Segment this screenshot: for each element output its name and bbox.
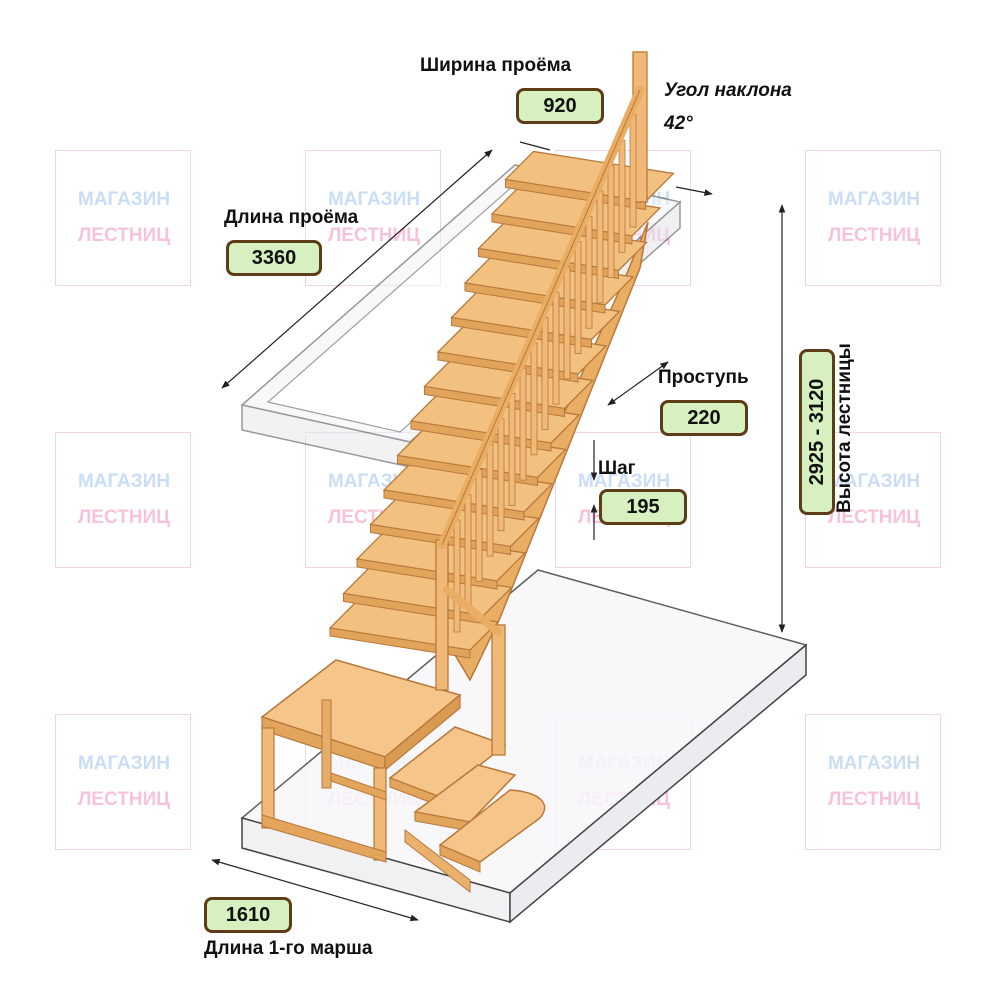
tread-edge — [424, 385, 565, 418]
baluster — [541, 317, 549, 430]
watermark-line1: МАГАЗИН — [827, 189, 921, 210]
opening-width-label: Ширина проёма — [420, 55, 572, 76]
baluster — [607, 165, 615, 279]
watermark-line1: МАГАЗИН — [77, 753, 171, 774]
dimension-lines — [211, 141, 786, 922]
watermark-line2: ЛЕСТНИЦ — [77, 789, 171, 810]
stair-height-value: 2925 - 3120 — [799, 349, 835, 515]
watermark-tile: МАГАЗИН ЛЕСТНИЦ — [805, 714, 941, 850]
balusters — [453, 114, 637, 633]
watermark-tile: МАГАЗИН ЛЕСТНИЦ — [805, 432, 941, 568]
first-flight-length-label: Длина 1-го марша — [204, 938, 373, 959]
watermark-line1: МАГАЗИН — [827, 471, 921, 492]
watermark-line1: МАГАЗИН — [77, 189, 171, 210]
watermark-line1: МАГАЗИН — [77, 471, 171, 492]
baluster — [486, 443, 494, 557]
tread-edge — [329, 627, 471, 659]
incline-angle-value: 42° — [664, 113, 693, 134]
baluster — [475, 468, 483, 582]
incline-angle-label: Угол наклона — [664, 80, 792, 101]
watermark-line2: ЛЕСТНИЦ — [77, 507, 171, 528]
watermark-line2: ЛЕСТНИЦ — [827, 507, 921, 528]
baluster — [508, 393, 516, 506]
watermark-tile: МАГАЗИН ЛЕСТНИЦ — [55, 714, 191, 850]
watermark-tile: МАГАЗИН ЛЕСТНИЦ — [55, 150, 191, 286]
step-rise-label: Шаг — [598, 458, 636, 479]
baluster — [563, 266, 571, 380]
first-flight-length-value: 1610 — [204, 897, 292, 933]
watermark-line2: ЛЕСТНИЦ — [827, 789, 921, 810]
baluster — [453, 519, 461, 633]
baluster — [530, 342, 538, 456]
baluster — [497, 418, 505, 532]
opening-length-value: 3360 — [226, 240, 322, 276]
stair-height-label: Высота лестницы — [834, 343, 855, 513]
watermark-tile: МАГАЗИН ЛЕСТНИЦ — [55, 432, 191, 568]
baluster — [596, 190, 604, 304]
baluster — [574, 241, 582, 354]
baluster — [519, 367, 527, 481]
landing-platform — [260, 659, 462, 863]
baluster — [629, 114, 637, 228]
step-rise-value: 195 — [599, 489, 687, 525]
baluster — [552, 291, 560, 405]
baluster — [464, 494, 472, 608]
tread-edge — [356, 558, 498, 590]
watermark-line1: МАГАЗИН — [827, 753, 921, 774]
baluster — [585, 215, 593, 329]
tread-depth-label: Проступь — [658, 367, 749, 388]
watermark-line2: ЛЕСТНИЦ — [827, 225, 921, 246]
baluster — [618, 139, 626, 253]
tread-depth-value: 220 — [660, 400, 748, 436]
opening-length-label: Длина проёма — [224, 207, 359, 228]
watermark-tile: МАГАЗИН ЛЕСТНИЦ — [805, 150, 941, 286]
opening-width-value: 920 — [516, 88, 604, 124]
watermark-line1: МАГАЗИН — [577, 471, 671, 492]
watermark-line2: ЛЕСТНИЦ — [77, 225, 171, 246]
handrails — [437, 85, 645, 636]
